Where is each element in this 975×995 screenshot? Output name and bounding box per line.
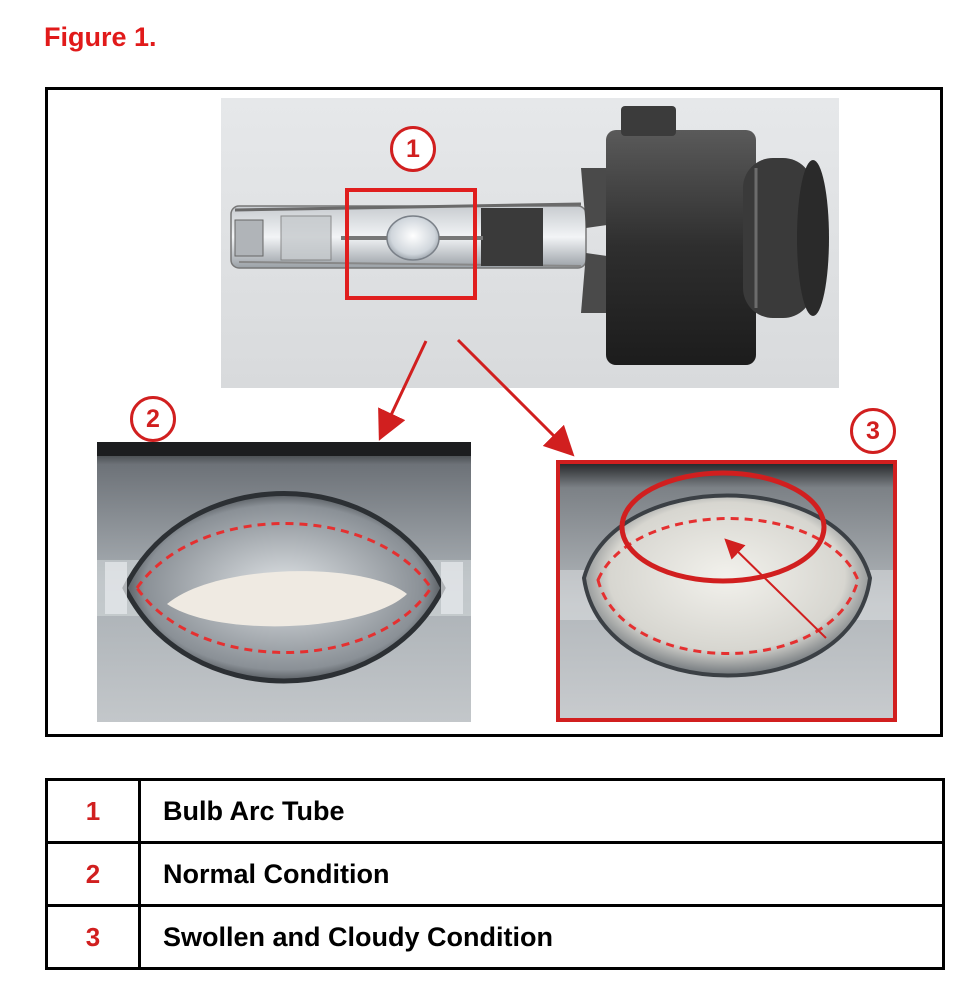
legend-number: 1 xyxy=(45,778,141,844)
legend-label: Normal Condition xyxy=(138,841,945,907)
legend-table: 1 Bulb Arc Tube 2 Normal Condition 3 Swo… xyxy=(45,778,945,970)
legend-row: 2 Normal Condition xyxy=(45,841,945,907)
callout-2: 2 xyxy=(130,396,176,442)
callout-1: 1 xyxy=(390,126,436,172)
callout-3: 3 xyxy=(850,408,896,454)
legend-label: Swollen and Cloudy Condition xyxy=(138,904,945,970)
legend-row: 1 Bulb Arc Tube xyxy=(45,778,945,844)
figure-frame: 1 2 3 xyxy=(45,87,943,737)
normal-condition-photo xyxy=(97,442,471,722)
legend-label: Bulb Arc Tube xyxy=(138,778,945,844)
legend-number: 2 xyxy=(45,841,141,907)
bulb-photo xyxy=(221,98,839,388)
legend-row: 3 Swollen and Cloudy Condition xyxy=(45,904,945,970)
swollen-condition-photo xyxy=(554,458,899,724)
figure-title: Figure 1. xyxy=(44,22,157,52)
legend-number: 3 xyxy=(45,904,141,970)
